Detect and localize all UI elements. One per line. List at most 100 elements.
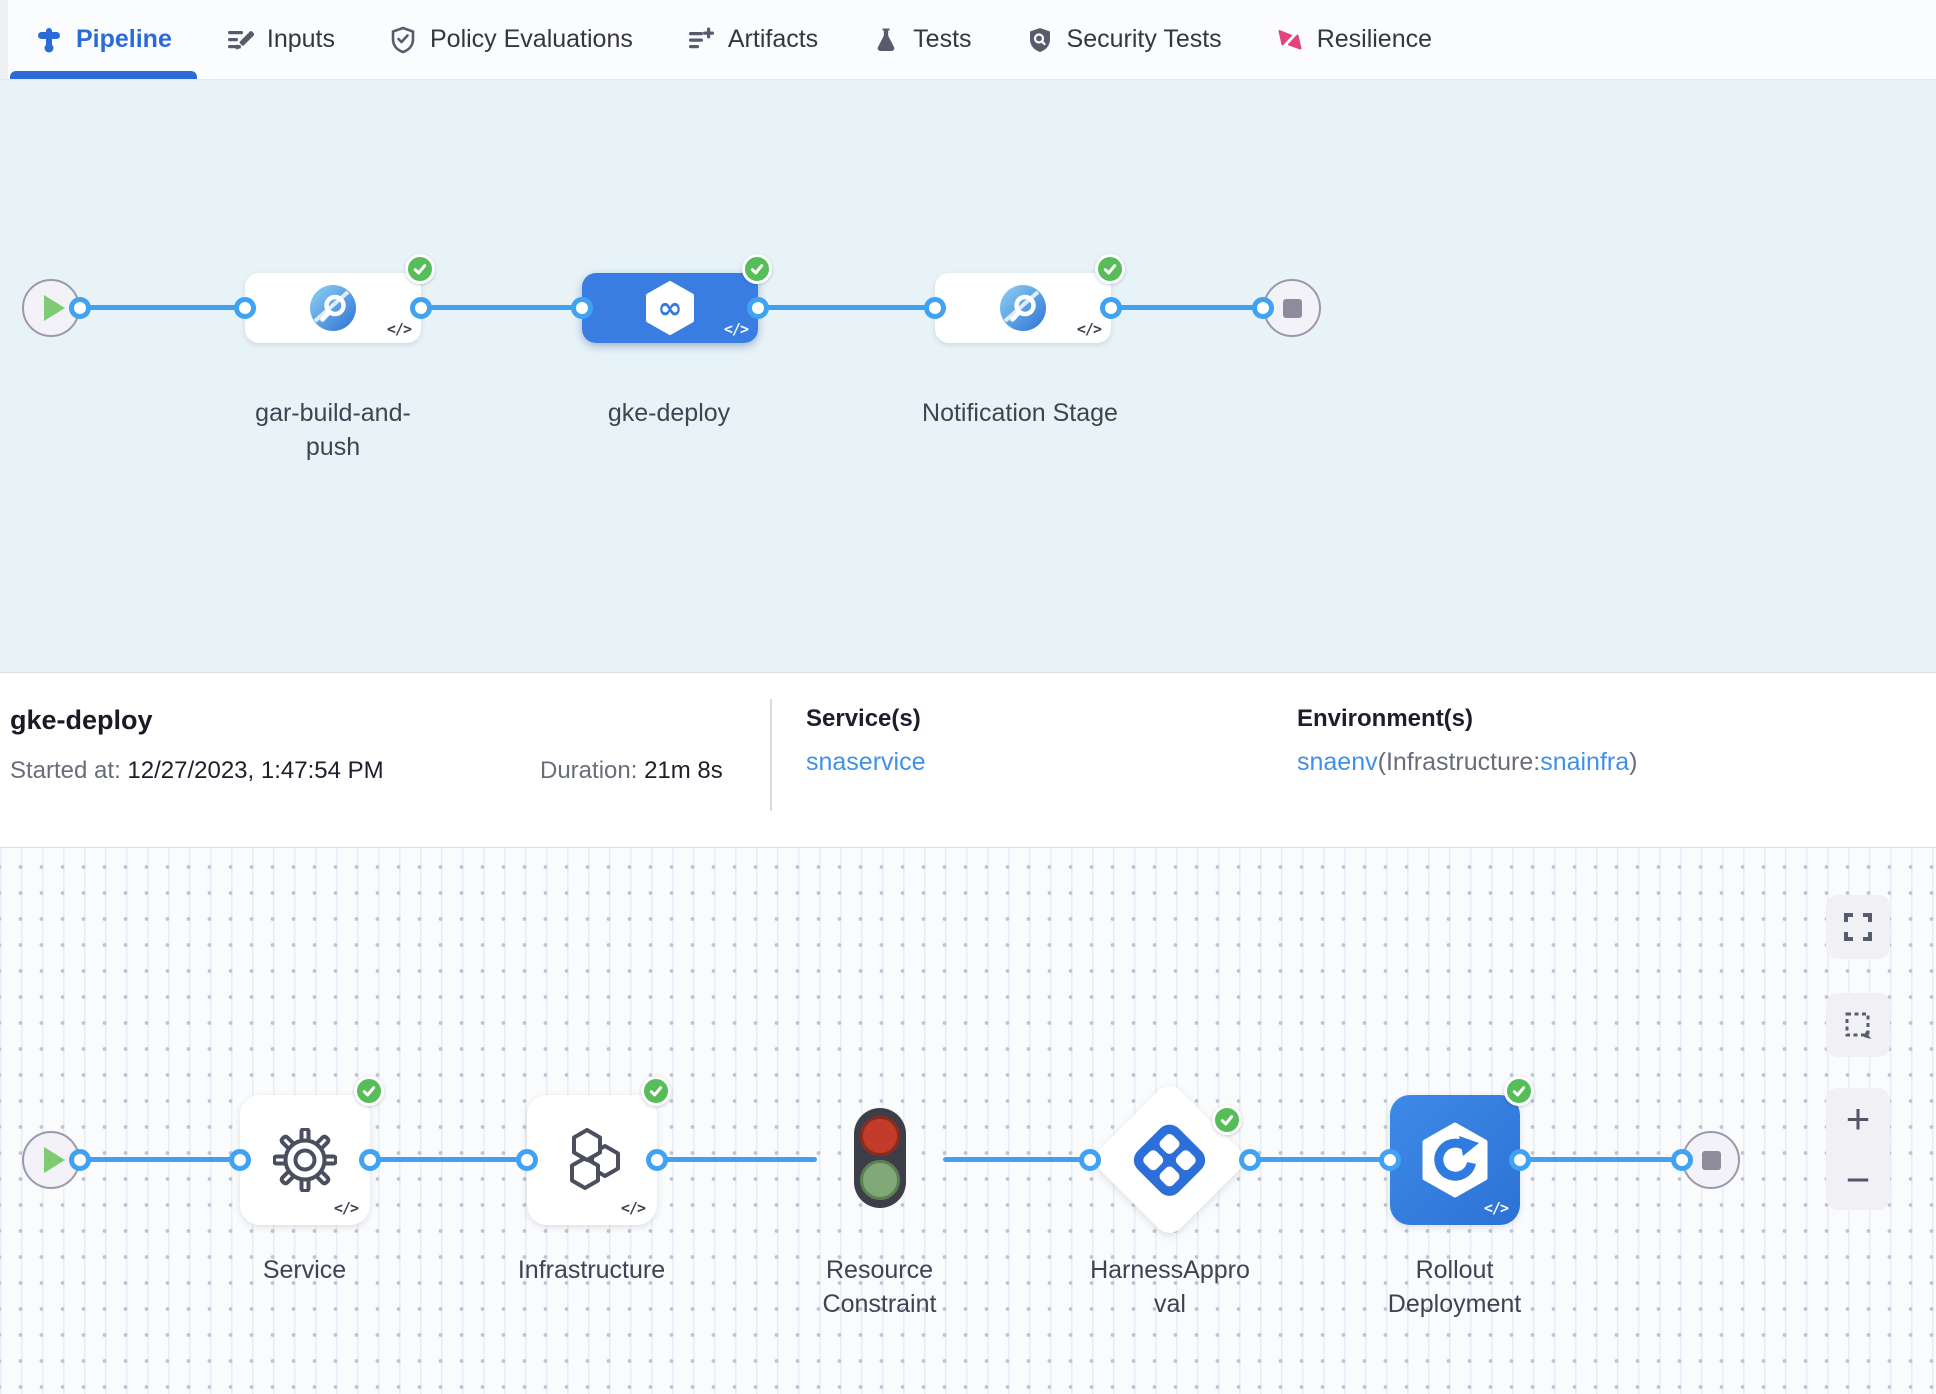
yaml-code-icon: </> — [723, 320, 749, 338]
tab-label: Policy Evaluations — [429, 25, 633, 53]
tab-inputs[interactable]: Inputs — [199, 0, 362, 79]
port — [1252, 297, 1274, 319]
play-icon — [44, 295, 65, 321]
port — [1671, 1149, 1693, 1171]
edge — [80, 1157, 240, 1162]
stage-label: Notification Stage — [922, 399, 1118, 427]
port — [359, 1149, 381, 1171]
yaml-code-icon: </> — [620, 1199, 646, 1217]
started-at: Started at: 12/27/2023, 1:47:54 PM — [10, 757, 384, 784]
tab-bar: Pipeline Inputs Policy Evaluations — [0, 0, 1936, 80]
svg-text:∞: ∞ — [658, 291, 683, 326]
step-node-service[interactable]: </> — [240, 1095, 370, 1225]
stage-node-gar-build-and-push[interactable]: </> — [245, 273, 421, 343]
port — [410, 297, 432, 319]
list-plus-icon — [687, 26, 715, 54]
zoom-controls: + − — [1826, 1088, 1890, 1210]
pipeline-icon — [35, 26, 63, 54]
inputs-icon — [226, 26, 254, 54]
edge — [80, 305, 245, 310]
step-node-harness-approval[interactable] — [1089, 1079, 1250, 1240]
environment-link[interactable]: snaenv — [1297, 748, 1378, 776]
step-label: Service — [262, 1256, 347, 1284]
green-light-icon — [860, 1160, 900, 1200]
stage-graph-canvas[interactable]: </> ∞ </> </> — [0, 80, 1936, 672]
stage-node-gke-deploy[interactable]: ∞ </> — [582, 273, 758, 343]
duration: Duration: 21m 8s — [540, 757, 723, 784]
tab-resilience[interactable]: Resilience — [1249, 0, 1459, 79]
port — [1509, 1149, 1531, 1171]
gear-icon — [273, 1128, 337, 1192]
tab-label: Resilience — [1316, 25, 1433, 53]
step-node-rollout-deployment[interactable]: </> — [1390, 1095, 1520, 1225]
services-block: Service(s) snaservice — [806, 705, 926, 777]
marquee-select-icon — [1845, 1012, 1871, 1039]
tab-label: Tests — [913, 25, 972, 53]
chaos-icon — [1276, 26, 1304, 54]
marquee-select-button[interactable] — [1826, 993, 1890, 1057]
edge — [758, 305, 935, 310]
stage-title: gke-deploy — [10, 705, 153, 735]
port — [1379, 1149, 1401, 1171]
stage-node-notification-stage[interactable]: </> — [935, 273, 1111, 343]
step-label: Infrastructure — [517, 1256, 666, 1284]
gke-icon: ∞ — [646, 281, 694, 335]
step-label: Rollout Deployment — [1387, 1256, 1522, 1318]
port — [69, 1149, 91, 1171]
environments-label: Environment(s) — [1297, 705, 1474, 732]
success-badge — [1212, 1105, 1242, 1135]
step-node-resource-constraint[interactable] — [854, 1108, 906, 1208]
success-badge — [641, 1076, 671, 1106]
infrastructure-link[interactable]: snainfra — [1540, 748, 1630, 776]
edge — [657, 1157, 817, 1162]
edge — [370, 1157, 527, 1162]
fullscreen-icon — [1844, 913, 1872, 941]
success-badge — [354, 1076, 384, 1106]
zoom-in-button[interactable]: + — [1845, 1094, 1871, 1142]
yaml-code-icon: </> — [1483, 1199, 1509, 1217]
stage-label: gke-deploy — [607, 399, 731, 427]
gcr-icon — [1000, 285, 1046, 331]
port — [646, 1149, 668, 1171]
stop-icon — [1282, 298, 1302, 318]
port — [1239, 1149, 1261, 1171]
port — [747, 297, 769, 319]
port — [1079, 1149, 1101, 1171]
services-label: Service(s) — [806, 705, 921, 732]
success-badge — [1095, 254, 1125, 284]
shield-scan-icon — [1026, 26, 1054, 54]
tab-tests[interactable]: Tests — [845, 0, 998, 79]
service-link[interactable]: snaservice — [806, 748, 926, 776]
environments-block: Environment(s) snaenv(Infrastructure:sna… — [1297, 705, 1638, 776]
execution-graph-canvas[interactable]: </> </> </ — [0, 848, 1936, 1394]
hexagons-icon — [570, 1128, 620, 1190]
tab-pipeline[interactable]: Pipeline — [8, 0, 199, 79]
tab-label: Inputs — [266, 25, 335, 53]
edge — [943, 1157, 1090, 1162]
port — [571, 297, 593, 319]
yaml-code-icon: </> — [333, 1199, 359, 1217]
edge — [1111, 305, 1263, 310]
divider — [770, 699, 772, 811]
edge — [421, 305, 582, 310]
tab-artifacts[interactable]: Artifacts — [660, 0, 845, 79]
tab-security-tests[interactable]: Security Tests — [999, 0, 1249, 79]
tab-policy-evaluations[interactable]: Policy Evaluations — [362, 0, 660, 79]
step-label: Resource Constraint — [822, 1256, 937, 1318]
yaml-code-icon: </> — [1076, 320, 1102, 338]
approval-icon — [1128, 1118, 1211, 1201]
stage-label: gar-build-and-push — [255, 399, 411, 461]
yaml-code-icon: </> — [386, 320, 412, 338]
fullscreen-button[interactable] — [1826, 895, 1890, 959]
rollout-icon — [1422, 1122, 1488, 1198]
tab-label: Security Tests — [1066, 25, 1222, 53]
gcr-icon — [310, 285, 356, 331]
success-badge — [1504, 1076, 1534, 1106]
port — [924, 297, 946, 319]
step-node-infrastructure[interactable]: </> — [527, 1095, 657, 1225]
success-badge — [742, 254, 772, 284]
tab-label: Artifacts — [727, 25, 819, 53]
port — [229, 1149, 251, 1171]
edge — [1250, 1157, 1390, 1162]
zoom-out-button[interactable]: − — [1845, 1155, 1871, 1203]
